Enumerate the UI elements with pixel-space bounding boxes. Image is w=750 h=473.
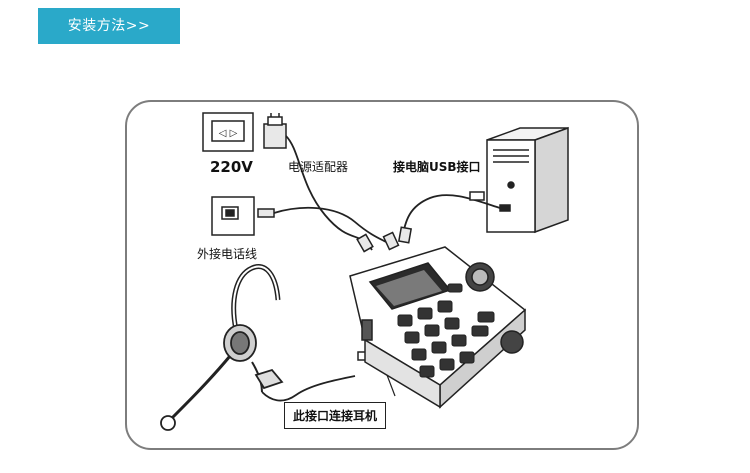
external-line-label: 外接电话线	[197, 247, 258, 261]
phone-jack-icon	[211, 196, 275, 236]
computer-usb-label: 接电脑USB接口	[393, 160, 481, 174]
power-voltage-label: 220V	[210, 158, 253, 176]
section-header-install-method: 安装方法>>	[38, 8, 180, 44]
headset-icon	[160, 264, 284, 431]
section-header-title: 安装方法>>	[67, 18, 151, 34]
headset-port-arrow	[386, 374, 396, 397]
power-socket-icon: ◁ ▷	[202, 112, 254, 152]
power-adapter-icon	[263, 113, 287, 149]
cable-plugs	[356, 191, 485, 361]
svg-text:◁ ▷: ◁ ▷	[219, 128, 238, 139]
power-adapter-label: 电源适配器	[288, 160, 349, 174]
telephone-device-icon	[349, 246, 527, 409]
computer-tower-icon	[486, 126, 569, 234]
headset-port-label: 此接口连接耳机	[284, 402, 387, 429]
cables	[261, 135, 501, 402]
